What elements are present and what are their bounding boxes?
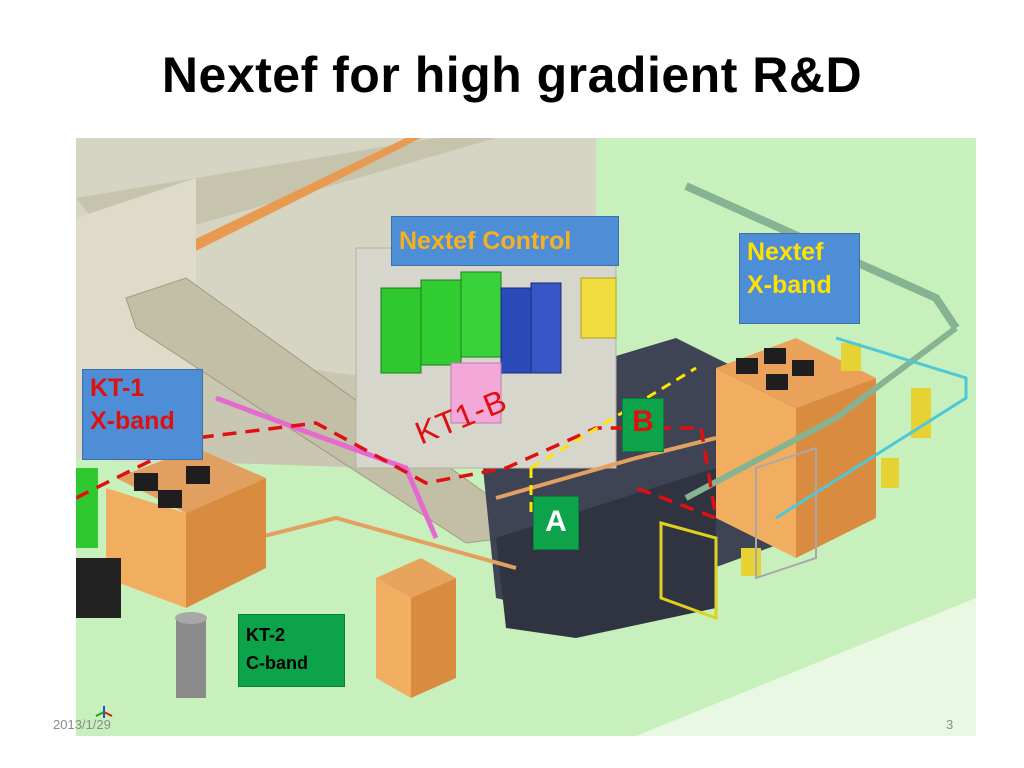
pipe-rack-top xyxy=(684,182,960,331)
blue-rack-1 xyxy=(500,287,532,374)
slide-date: 2013/1/29 xyxy=(53,717,111,732)
orange-waveguide-2 xyxy=(495,436,717,500)
slide-title: Nextef for high gradient R&D xyxy=(161,47,863,103)
fence-right xyxy=(755,446,817,580)
kt2-klystron-top xyxy=(175,612,207,624)
kt1-klystron-3 xyxy=(158,490,182,508)
klystron-box-3 xyxy=(792,360,814,376)
yellow-cabinet xyxy=(580,277,617,339)
kt1-klystron-1 xyxy=(134,473,158,491)
front-box-side xyxy=(411,578,456,698)
klystron-box-4 xyxy=(766,374,788,390)
label-point-a: A xyxy=(533,496,579,550)
green-rack-1 xyxy=(380,287,422,374)
yellow-panel-4 xyxy=(741,548,761,576)
kt1-block xyxy=(106,488,186,608)
label-kt1-xband: KT-1 X-band xyxy=(82,369,203,460)
yellow-panel-1 xyxy=(841,343,861,371)
green-cabinet-left xyxy=(76,468,98,548)
label-kt2-cband: KT-2 C-band xyxy=(238,614,345,687)
pipe-rack-right xyxy=(684,325,958,501)
yellow-panel-3 xyxy=(881,458,899,488)
front-box xyxy=(376,578,411,698)
green-rack-3 xyxy=(460,271,502,358)
label-nextef-control: Nextef Control xyxy=(391,216,619,266)
label-nextef-xband: Nextef X-band xyxy=(739,233,860,324)
front-box-top xyxy=(376,558,456,598)
kt1-block-side xyxy=(186,478,266,608)
black-cabinet xyxy=(76,558,121,618)
kt2-klystron-column xyxy=(176,618,206,698)
fence-cage xyxy=(659,521,718,621)
klystron-box-2 xyxy=(764,348,786,364)
cyan-pipe xyxy=(775,336,968,520)
slide-page-number: 3 xyxy=(946,717,954,732)
green-rack-2 xyxy=(420,279,462,366)
orange-crane-rail xyxy=(156,138,421,266)
b-to-a-path xyxy=(635,427,719,521)
klystron-box-1 xyxy=(736,358,758,374)
pink-rack xyxy=(450,362,502,424)
label-point-b: B xyxy=(622,398,664,452)
axes-glyph xyxy=(95,706,113,718)
kt1-klystron-2 xyxy=(186,466,210,484)
yellow-path xyxy=(530,366,697,470)
floor-edge xyxy=(636,598,976,736)
magenta-frame xyxy=(215,395,439,539)
yellow-panel-2 xyxy=(911,388,931,438)
blue-rack-2 xyxy=(530,282,562,374)
